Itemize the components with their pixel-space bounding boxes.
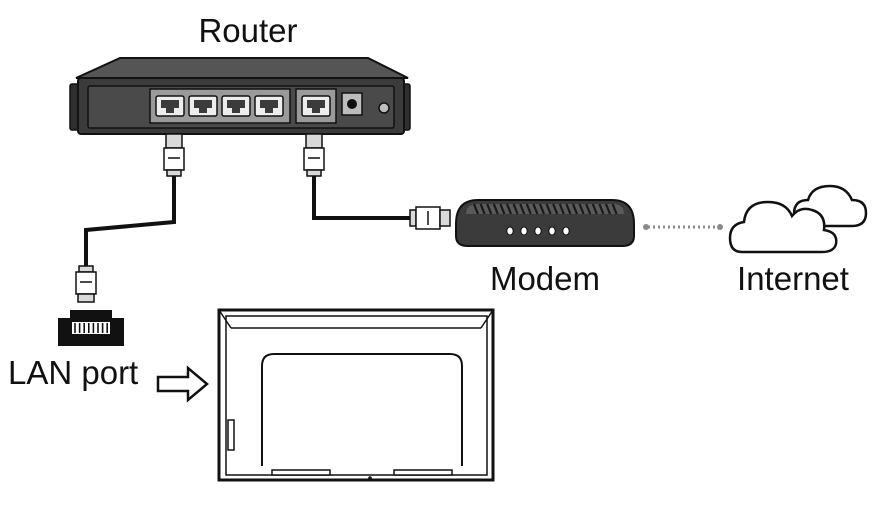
modem-vent — [519, 203, 526, 215]
modem-vent — [578, 203, 585, 215]
router-lan-ports — [149, 88, 291, 124]
modem-vent — [585, 203, 592, 215]
wan-cable — [303, 133, 451, 230]
modem-vent — [532, 203, 539, 215]
router-lan-port — [188, 95, 218, 117]
modem-vent — [538, 203, 546, 215]
lan-cable-display-plug — [75, 265, 97, 303]
display-icon — [217, 308, 495, 482]
modem-vent — [604, 203, 612, 215]
modem-vent — [571, 203, 579, 215]
router-icon — [69, 57, 411, 135]
modem-vent — [565, 203, 572, 215]
modem-vent — [545, 203, 552, 215]
modem-vent — [499, 203, 506, 215]
internet-link — [643, 224, 723, 230]
lan-cable-router-plug — [163, 133, 185, 177]
modem-vent — [525, 203, 532, 215]
modem-indicator-light — [534, 226, 542, 236]
router-wan-port — [295, 88, 337, 124]
modem-vent — [486, 203, 493, 215]
modem-vent — [611, 203, 618, 215]
modem-vent — [552, 203, 559, 215]
arrow-right-icon — [156, 365, 209, 403]
modem-indicator-light — [506, 226, 514, 236]
modem-indicator-light — [520, 226, 528, 236]
modem-indicator-light — [562, 226, 570, 236]
wan-cable-router-plug — [303, 133, 325, 177]
lan-cable — [75, 133, 185, 303]
router-lan-port — [155, 95, 185, 117]
modem-vent — [591, 203, 598, 215]
router-lan-port — [254, 95, 284, 117]
router-reset-button — [378, 102, 390, 114]
modem-vent — [505, 203, 513, 215]
lan-port-label: LAN port — [8, 354, 138, 391]
modem-vent — [598, 203, 605, 215]
modem-vent — [472, 203, 480, 215]
internet-label: Internet — [737, 260, 849, 297]
modem-label: Modem — [490, 260, 600, 297]
lan-socket-icon — [58, 310, 124, 346]
cloud-icon — [728, 184, 868, 254]
modem-vent — [479, 203, 486, 215]
router-lan-port — [221, 95, 251, 117]
modem-vent — [558, 203, 565, 215]
modem-vent — [492, 203, 499, 215]
router-label: Router — [198, 12, 297, 49]
modem-vent — [512, 203, 519, 215]
modem-indicator-light — [548, 226, 556, 236]
modem-icon — [455, 199, 635, 247]
wan-cable-modem-plug — [409, 206, 451, 230]
